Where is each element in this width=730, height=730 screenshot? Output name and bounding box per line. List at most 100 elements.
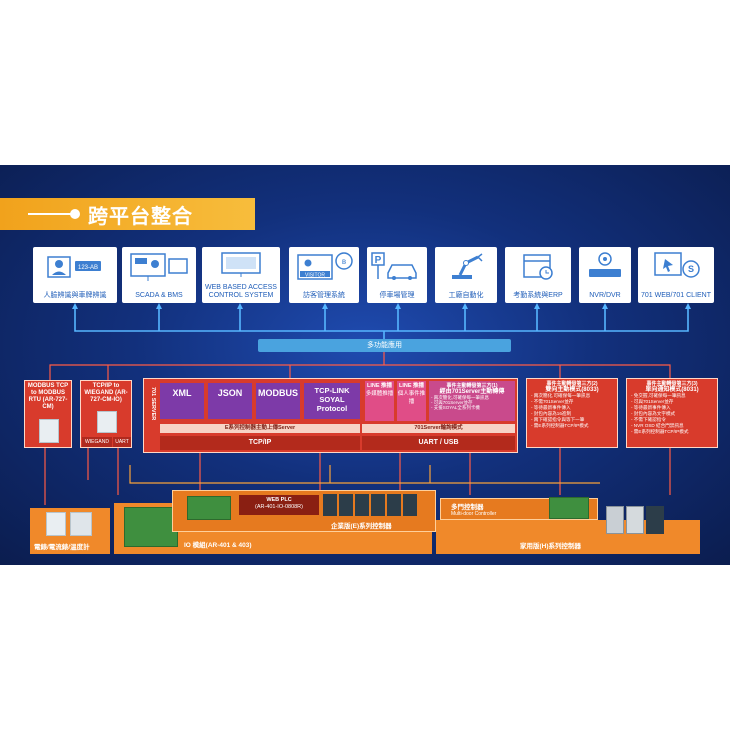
event-forward-1-title: 事件主動轉發第三方(1) [446, 383, 498, 389]
wiegand-device-image [97, 411, 117, 433]
line-push-title: LINE 推播 [366, 383, 393, 389]
card-label: 考勤系統與ERP [513, 292, 563, 299]
web-plc-model: (AR-401-IO-0808R) [255, 504, 303, 510]
parking-icon: P [371, 252, 417, 280]
line-push-sub: 多媒體推播 [365, 391, 394, 397]
home-reader-image [646, 506, 664, 534]
protocol-label: TCP-LINK SOYAL Protocol [314, 386, 350, 413]
line-push-sub: 個人事件推播 [397, 391, 426, 405]
event-forward-1: 事件主動轉發第三方(1) 經由701Server主動轉傳 - 兩次簡化,可確保每… [429, 381, 515, 421]
svg-text:S: S [688, 264, 694, 274]
line-push-personal: LINE 推播 個人事件推播 [397, 381, 426, 421]
event-forward-3-item: - 封包內容為文字模式 [631, 411, 676, 416]
home-block: 家用版(H)系列控制器 [436, 506, 700, 554]
web-plc-badge: WEB PLC (AR-401-IO-0808R) [239, 495, 319, 515]
enterprise-label: 企業版(E)系列控制器 [331, 523, 392, 530]
event-forward-3-title: 事件主動轉發第三方(3) [646, 381, 698, 387]
card-nvr: NVR/DVR [579, 247, 631, 303]
modbus-device-image [39, 419, 59, 443]
server-701-box: 701 SERVER XML JSON MODBUS TCP-LINK SOYA… [143, 378, 518, 453]
line-push-multimedia: LINE 推播 多媒體推播 [365, 381, 394, 421]
enterprise-block: WEB PLC (AR-401-IO-0808R) 企業版(E)系列控制器 [172, 490, 436, 532]
event-forward-1-item: - 支援SOYAL全系列卡機 [431, 405, 480, 410]
reader-image [387, 494, 401, 516]
modbus-converter-label: MODBUS TCP to MODBUS RTU (AR-727-CM) [27, 383, 69, 410]
event-forward-2-item: - 封包內容為16進制 [531, 411, 572, 416]
event-forward-2-item: - 需E系列控制器TCP/IP模式 [531, 423, 589, 428]
modbus-converter-box: MODBUS TCP to MODBUS RTU (AR-727-CM) [24, 380, 72, 448]
event-forward-3-item: - 等待最新事件傳入 [631, 405, 671, 410]
event-forward-3-item: - NVR OSD 結合門禁訊息 [631, 423, 684, 428]
io-module-label: IO 模組(AR-401 & 403) [184, 542, 252, 549]
event-forward-2-item: - 不需701Server並存 [531, 399, 574, 404]
wiegand-converter-label: TCP/IP to WIEGAND (AR-727-CM-IO) [84, 383, 128, 403]
event-forward-2-item: - 兩下確認指令與等下一筆 [531, 417, 585, 422]
reader-image [339, 494, 353, 516]
card-client: S 701 WEB/701 CLIENT [638, 247, 714, 303]
card-label: 工廠自動化 [448, 292, 484, 299]
protocol-label: XML [172, 388, 192, 398]
home-reader-image [606, 506, 624, 534]
meter-device-image [70, 512, 92, 536]
wiegand-converter-box: TCP/IP to WIEGAND (AR-727-CM-IO) WIEGAND… [80, 380, 132, 448]
card-label: NVR/DVR [589, 292, 621, 299]
robot-arm-icon [452, 253, 483, 279]
web-plc-image [187, 496, 231, 520]
face-plate-icon: 123-AB [47, 256, 101, 278]
visitor-icon: VISITOR ʙ [297, 252, 353, 280]
tcpip-bus: TCP/IP [160, 436, 360, 450]
card-label: 701 WEB/701 CLIENT [640, 292, 712, 299]
card-visitor: VISITOR ʙ 訪客管理系統 [289, 247, 359, 303]
protocol-tcp-link: TCP-LINK SOYAL Protocol [304, 383, 360, 419]
card-label: 訪客管理系統 [303, 292, 345, 299]
meter-device-image [46, 512, 66, 536]
card-factory: 工廠自動化 [435, 247, 497, 303]
server-label: 701 SERVER [150, 387, 156, 421]
e-series-push-bar: E系列控制器主動上傳Server [160, 424, 360, 433]
svg-text:ʙ: ʙ [342, 257, 346, 266]
reader-image [355, 494, 369, 516]
event-forward-1-sub: 經由701Server主動轉傳 [439, 389, 505, 395]
protocol-modbus: MODBUS [256, 383, 300, 419]
protocol-label: MODBUS [258, 388, 298, 398]
event-forward-2-sub: 雙向主動模式(8033) [545, 387, 599, 393]
card-label: WEB BASED ACCESS CONTROL SYSTEM [205, 284, 277, 299]
event-forward-1-item: - 兩次簡化,可確保每一筆訊息 [431, 395, 489, 400]
multi-function-bar: 多功能應用 [258, 339, 511, 352]
card-parking: P 停車場管理 [367, 247, 427, 303]
page-title: 跨平台整合 [88, 206, 193, 228]
event-forward-1-item: - 可與701Server並存 [431, 400, 473, 405]
multi-door-image [549, 497, 589, 519]
parking-badge: P [375, 255, 382, 266]
title-dot [70, 209, 80, 219]
uart-port: UART [113, 437, 131, 447]
event-forward-3-item: - 不需下確認指令 [631, 417, 666, 422]
meter-block: 電錶/電流錶/溫度計 [30, 508, 110, 554]
protocol-label: JSON [217, 388, 243, 398]
io-board-image [124, 507, 178, 547]
web-monitor-icon [221, 252, 261, 277]
protocol-json: JSON [208, 383, 252, 419]
card-face-plate: 123-AB 人臉辨識與車牌辨識 [33, 247, 117, 303]
card-label: 停車場管理 [379, 292, 415, 299]
wiegand-port: WIEGAND [82, 437, 112, 447]
reader-image [323, 494, 337, 516]
card-label: SCADA & BMS [135, 292, 183, 299]
multi-door-block: 多門控制器 Multi-door Controller [440, 497, 598, 520]
plate-badge: 123-AB [78, 265, 98, 271]
reader-image [403, 494, 417, 516]
client-icon: S [654, 252, 700, 278]
event-forward-2-item: - 等待最新事件傳入 [531, 405, 571, 410]
home-reader-image [626, 506, 644, 534]
multi-door-label: 多門控制器 [451, 504, 484, 511]
monitor-icon [130, 253, 188, 281]
home-label: 家用版(H)系列控制器 [520, 543, 582, 550]
calendar-icon [523, 254, 553, 280]
meter-label: 電錶/電流錶/溫度計 [34, 544, 90, 551]
title-line [28, 213, 72, 215]
uart-usb-bus: UART / USB [362, 436, 515, 450]
card-label: 人臉辨識與車牌辨識 [43, 292, 107, 299]
connector-lines [44, 303, 691, 505]
event-forward-3-item: - 免交握,可確保每一筆訊息 [631, 393, 686, 398]
card-attendance: 考勤系統與ERP [505, 247, 571, 303]
